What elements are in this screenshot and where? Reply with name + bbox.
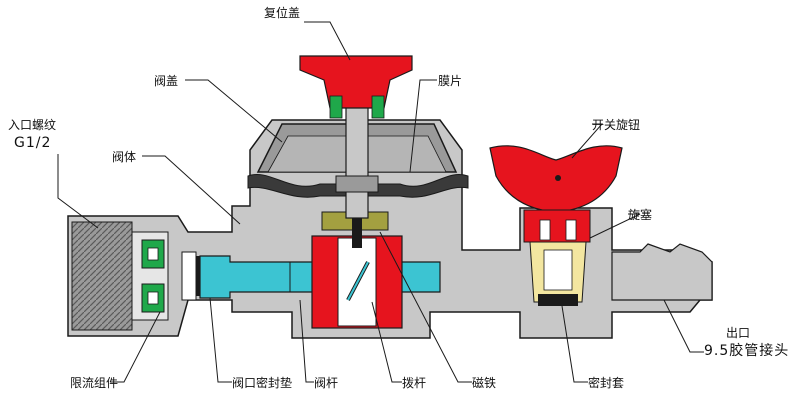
reset-cap-label: 复位盖 xyxy=(264,6,301,20)
magnet-label: 磁铁 xyxy=(472,376,497,390)
outlet-barb xyxy=(611,243,713,301)
inlet-thread-section xyxy=(71,221,133,331)
valve-seal-label: 阀口密封垫 xyxy=(232,376,293,390)
lever-label: 拨杆 xyxy=(402,376,427,390)
switch-knob-label: 开关旋钮 xyxy=(592,118,641,132)
outlet-label: 出口 xyxy=(726,326,751,340)
valve-cover-label: 阀盖 xyxy=(154,74,179,88)
flow-limiter-label: 限流组件 xyxy=(70,376,119,390)
rotary-plug-label: 旋塞 xyxy=(628,208,653,222)
seal-sleeve-part xyxy=(538,294,578,306)
valve-stem-label: 阀杆 xyxy=(314,376,339,390)
seal-sleeve-label: 密封套 xyxy=(588,376,625,390)
valve-seal-part xyxy=(181,251,197,301)
valve-body-label: 阀体 xyxy=(112,150,137,164)
diaphragm-label: 膜片 xyxy=(438,74,463,88)
outlet-spec-label: 9.5胶管接头 xyxy=(704,343,790,359)
inlet-thread-spec-label: G1/2 xyxy=(14,135,52,151)
reset-cap-part xyxy=(299,55,413,109)
inlet-thread-label: 入口螺纹 xyxy=(8,118,57,132)
